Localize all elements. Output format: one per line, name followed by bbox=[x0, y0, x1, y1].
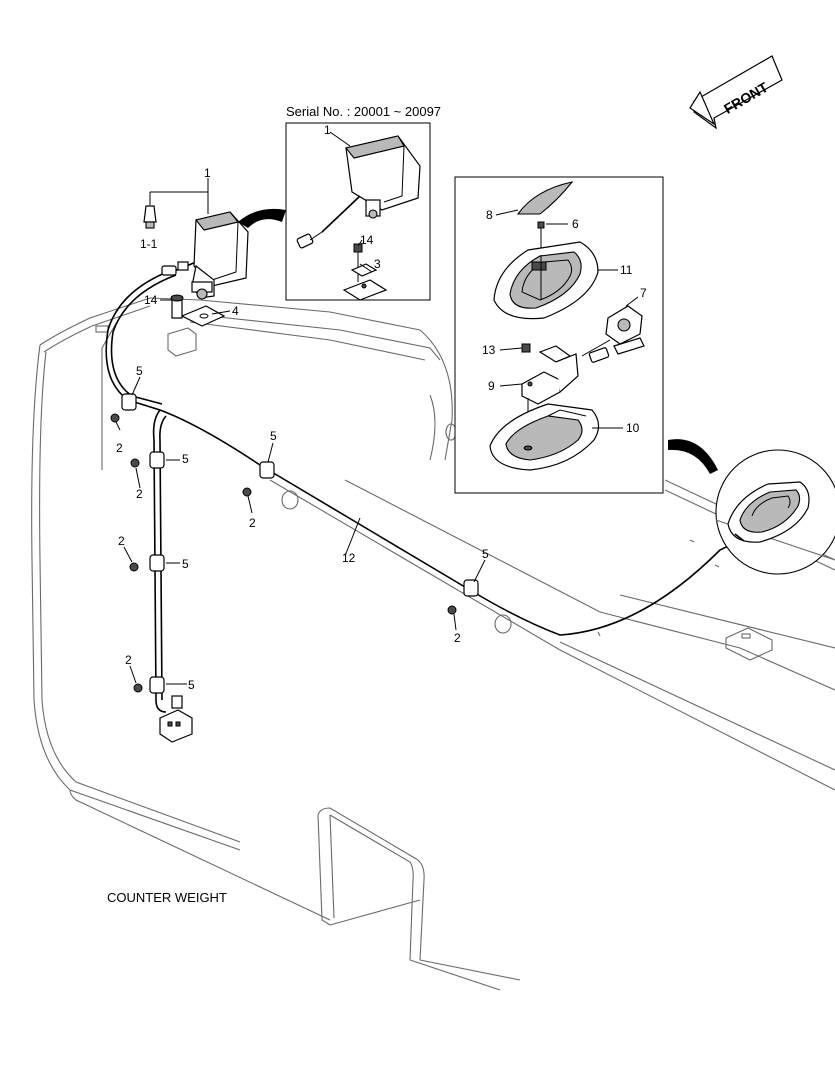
inset-a-pointer-arrow bbox=[238, 208, 286, 228]
bolts bbox=[110, 413, 457, 693]
machine-body-outline bbox=[31, 297, 835, 991]
callout-14-main: 14 bbox=[144, 293, 158, 307]
inset-b-callout-11: 11 bbox=[620, 263, 633, 277]
inset-b-callout-10: 10 bbox=[626, 421, 640, 435]
callout-2-b: 2 bbox=[136, 487, 143, 501]
inset-b-callout-7: 7 bbox=[640, 286, 647, 300]
harness-clips bbox=[121, 393, 479, 694]
callout-2-d: 2 bbox=[118, 534, 125, 548]
callout-2-f: 2 bbox=[125, 653, 132, 667]
callout-numbers: 1 1-1 14 4 5 2 5 2 5 2 2 5 12 5 2 2 5 1 … bbox=[116, 123, 647, 692]
lamp-bracket bbox=[170, 294, 226, 327]
callout-4: 4 bbox=[232, 304, 239, 318]
front-arrow-icon: FRONT bbox=[689, 55, 783, 130]
inset-b-callout-8: 8 bbox=[486, 208, 493, 222]
callout-5-b: 5 bbox=[182, 452, 189, 466]
inset-b-callout-6: 6 bbox=[572, 217, 579, 231]
clip-6 bbox=[149, 676, 165, 694]
callout-2-a: 2 bbox=[116, 441, 123, 455]
inset-rear-light bbox=[454, 176, 664, 494]
work-lamp bbox=[161, 211, 249, 300]
clip-1 bbox=[121, 393, 137, 411]
lamp-bulb bbox=[143, 191, 208, 229]
inset-b-callout-9: 9 bbox=[488, 379, 495, 393]
clip-5 bbox=[463, 579, 479, 597]
harness-connector bbox=[159, 695, 193, 743]
callout-5-e: 5 bbox=[482, 547, 489, 561]
callout-leaders bbox=[115, 131, 639, 685]
inset-b-pointer-arrow bbox=[668, 439, 718, 474]
inset-a-callout-3: 3 bbox=[374, 257, 381, 271]
callout-1-main: 1 bbox=[204, 166, 211, 180]
inset-b-callout-13: 13 bbox=[482, 343, 496, 357]
callout-12: 12 bbox=[342, 551, 356, 565]
counter-weight-label: COUNTER WEIGHT bbox=[107, 890, 227, 905]
serial-no-label: Serial No. : 20001 ~ 20097 bbox=[286, 104, 441, 119]
callout-5-f: 5 bbox=[188, 678, 195, 692]
clip-4 bbox=[149, 554, 165, 572]
callout-2-e: 2 bbox=[454, 631, 461, 645]
inset-serial-range: Serial No. : 20001 ~ 20097 bbox=[285, 104, 441, 301]
clip-2 bbox=[149, 451, 165, 469]
inset-a-callout-1: 1 bbox=[324, 123, 331, 137]
clip-3 bbox=[259, 461, 275, 479]
callout-1-1: 1-1 bbox=[140, 237, 158, 251]
callout-5-a: 5 bbox=[136, 364, 143, 378]
inset-a-callout-14: 14 bbox=[360, 233, 374, 247]
callout-2-c: 2 bbox=[249, 516, 256, 530]
callout-5-d: 5 bbox=[182, 557, 189, 571]
rear-light-detail-circle bbox=[715, 449, 835, 575]
callout-5-c: 5 bbox=[270, 429, 277, 443]
